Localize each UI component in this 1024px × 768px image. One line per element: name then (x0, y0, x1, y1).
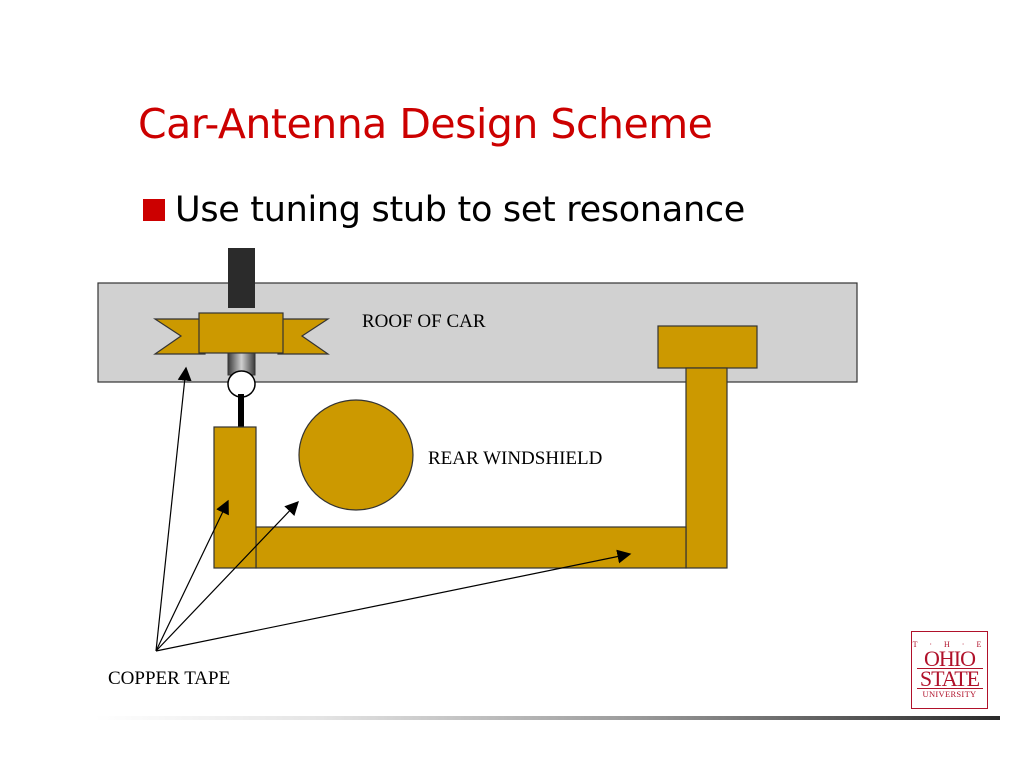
coax-cable (228, 248, 255, 308)
windshield-label: REAR WINDSHIELD (428, 448, 602, 469)
feed-wire (238, 394, 244, 441)
copper-right-leg (685, 367, 728, 569)
copper-bow-center (198, 312, 284, 354)
slide-title: Car-Antenna Design Scheme (138, 100, 713, 148)
bullet-item: Use tuning stub to set resonance (143, 190, 745, 230)
logo-university: UNIVERSITY (922, 689, 977, 699)
logo-word-ohio: OHIO (916, 648, 983, 670)
pointer-arrow-stub (155, 500, 299, 652)
footer-rule (95, 716, 1000, 720)
copper-tuning-stub (298, 399, 414, 511)
roof-label: ROOF OF CAR (362, 311, 486, 332)
copper-bow-left (152, 318, 206, 355)
pointer-arrow-left-leg (155, 499, 229, 652)
logo-top-line: T · H · E (912, 640, 987, 649)
coax-end (227, 370, 256, 398)
copper-tape-label: COPPER TAPE (108, 668, 230, 689)
pointer-arrow-roof (155, 366, 192, 652)
copper-bottom-bar (255, 526, 687, 569)
logo-word-state: STATE (916, 668, 983, 690)
copper-roof-tab (657, 325, 758, 369)
bullet-text: Use tuning stub to set resonance (175, 190, 746, 230)
ohio-state-logo: T · H · E OHIO STATE UNIVERSITY (911, 631, 988, 709)
bullet-square-icon (143, 199, 165, 221)
pointer-arrow-bottom-bar (155, 549, 632, 652)
copper-left-leg (213, 426, 257, 569)
